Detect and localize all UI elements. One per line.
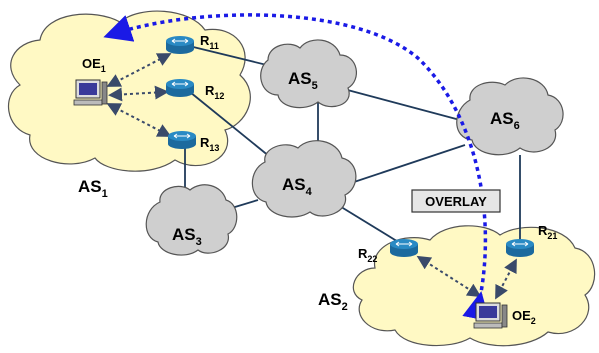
computer-icon (73, 79, 108, 106)
router-r13 (168, 131, 196, 149)
as3-cloud (145, 184, 238, 256)
as5-label: AS5 (288, 69, 318, 92)
computer-icon (473, 302, 508, 329)
r21-label: R21 (538, 223, 557, 241)
router-icon (168, 131, 196, 149)
router-icon (506, 239, 534, 257)
computer-oe1 (73, 79, 108, 106)
overlay-arrow (103, 13, 490, 322)
r11-label: R11 (200, 33, 219, 51)
router-r21 (506, 239, 534, 257)
router-r11 (166, 36, 194, 54)
oe2-router-links (416, 255, 517, 300)
overlay-text: OVERLAY (425, 194, 487, 209)
router-icon (390, 239, 418, 257)
computer-oe2 (473, 302, 508, 329)
r22-label: R22 (358, 246, 377, 264)
oe2-label: OE2 (512, 308, 536, 326)
router-r22 (390, 239, 418, 257)
router-r12 (166, 79, 194, 97)
as1-label: AS1 (78, 177, 108, 200)
r13-label: R13 (200, 135, 219, 153)
as4-label: AS4 (282, 175, 313, 198)
as6-label: AS6 (490, 109, 520, 132)
router-icon (166, 79, 194, 97)
as3-label: AS3 (172, 225, 202, 248)
router-icon (166, 36, 194, 54)
oe1-label: OE1 (82, 56, 106, 74)
overlay-label: OVERLAY (411, 189, 501, 213)
r12-label: R12 (205, 83, 224, 101)
as2-label: AS2 (318, 290, 348, 313)
